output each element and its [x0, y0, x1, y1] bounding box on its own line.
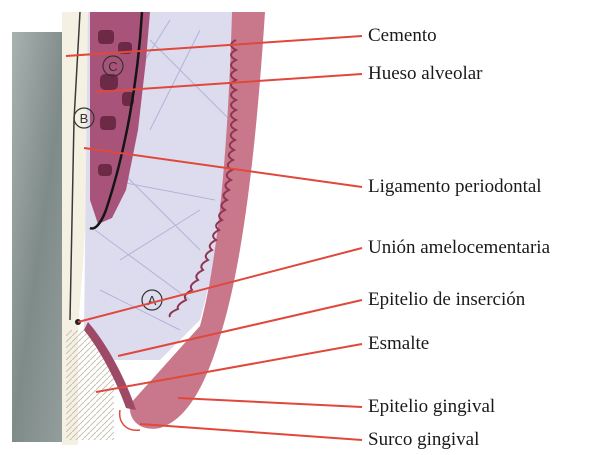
- label-ligamento-periodontal: Ligamento periodontal: [368, 177, 542, 196]
- label-esmalte: Esmalte: [368, 334, 429, 353]
- svg-text:A: A: [148, 293, 157, 308]
- label-hueso-alveolar: Hueso alveolar: [368, 64, 482, 83]
- background-panel: [12, 32, 70, 442]
- label-surco-gingival: Surco gingival: [368, 430, 479, 449]
- label-epitelio-insercion: Epitelio de inserción: [368, 290, 525, 309]
- svg-text:C: C: [108, 59, 117, 74]
- leader-line-surco: [140, 424, 362, 440]
- leader-line-epitelio-gingival: [178, 398, 362, 407]
- label-cemento: Cemento: [368, 26, 437, 45]
- svg-text:B: B: [80, 111, 89, 126]
- label-union-amelocementaria: Unión amelocementaria: [368, 238, 550, 257]
- label-epitelio-gingival: Epitelio gingival: [368, 397, 495, 416]
